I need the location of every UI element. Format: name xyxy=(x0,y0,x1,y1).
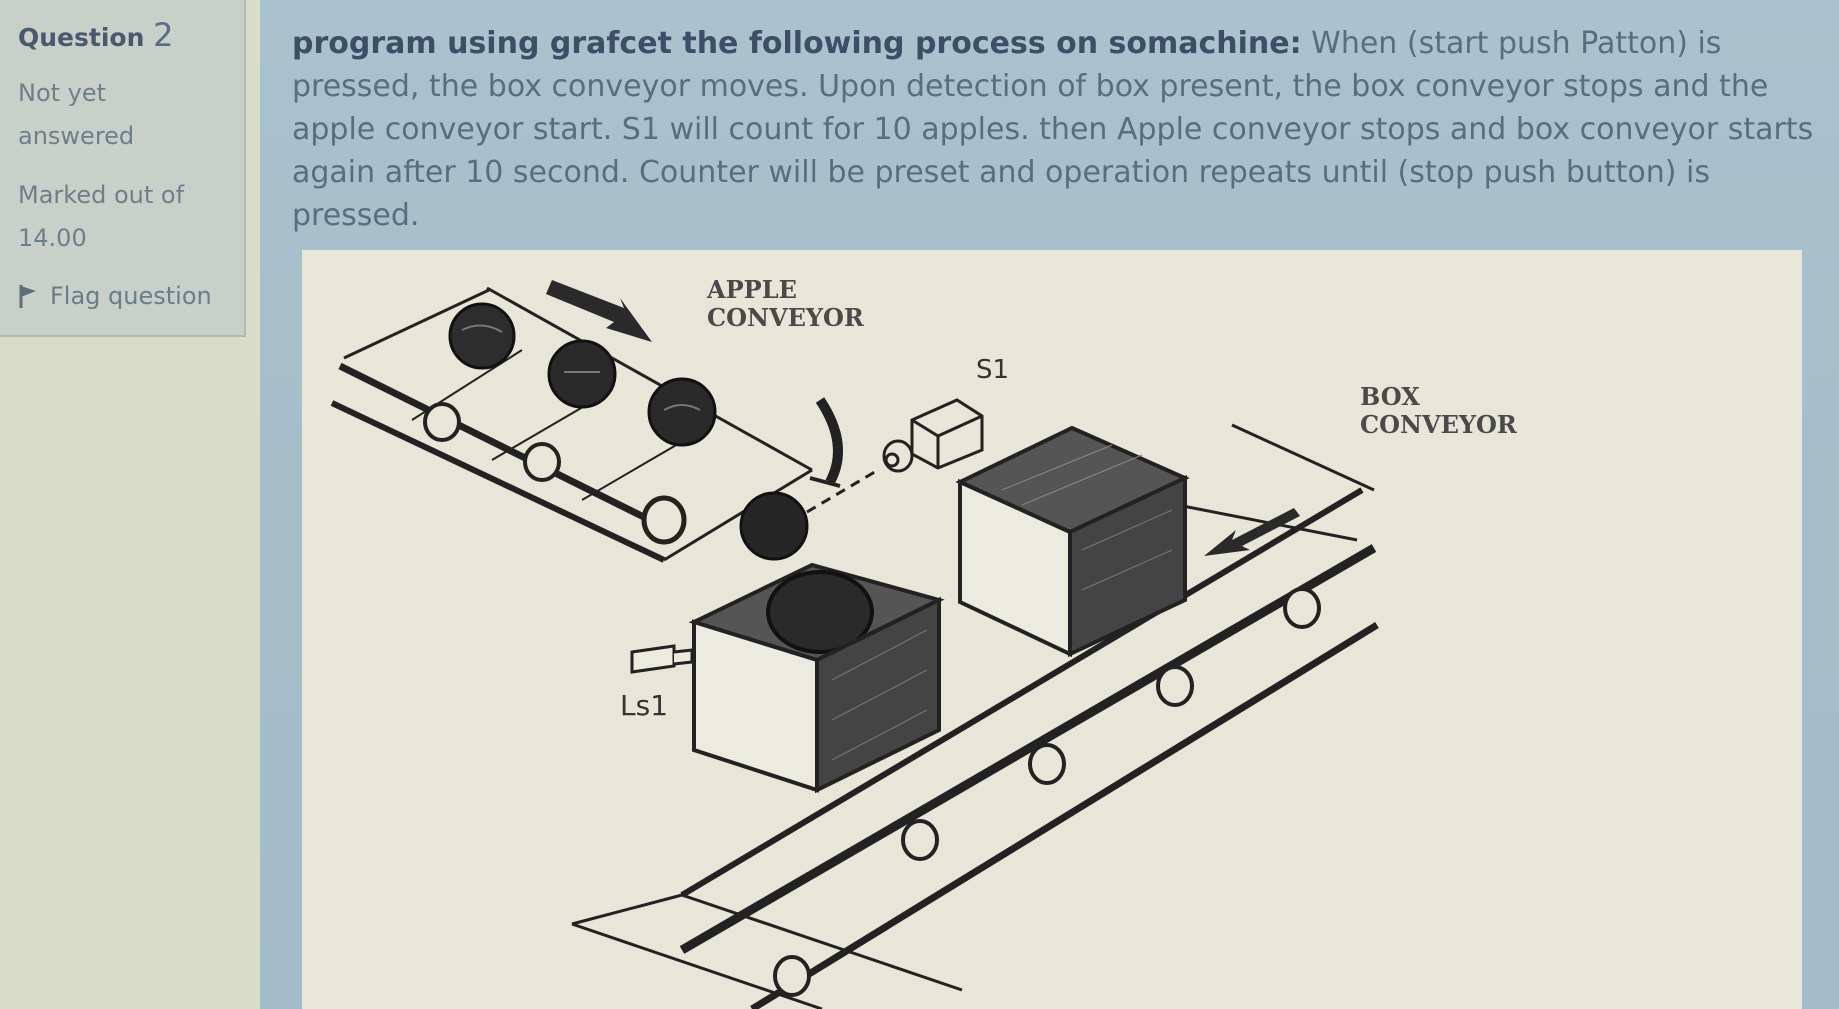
flag-icon xyxy=(19,285,36,308)
flag-question-label: Flag question xyxy=(50,282,212,310)
question-text-body: When (start push Patton) is pressed, the… xyxy=(292,26,1814,233)
box-conveyor-label-line2: CONVEYOR xyxy=(1360,410,1518,439)
question-text-bold: program using grafcet the following proc… xyxy=(292,26,1302,61)
marked-out-of-value: 14.00 xyxy=(18,224,87,252)
apple-conveyor-label-line1: APPLE xyxy=(706,275,797,304)
question-number: 2 xyxy=(153,16,174,54)
status-line-1: Not yet xyxy=(18,79,107,107)
back-box xyxy=(955,425,1190,658)
status-line-2: answered xyxy=(18,122,135,150)
flag-question-button[interactable]: Flag question xyxy=(18,282,244,310)
box-direction-arrow xyxy=(1204,508,1300,556)
question-label: Question xyxy=(18,23,145,52)
ls1-limit-switch xyxy=(630,644,694,674)
process-diagram: APPLE CONVEYOR S1 BOX CONVEYOR Ls1 xyxy=(302,250,1802,1009)
question-info-panel: Question 2 Not yet answered Marked out o… xyxy=(0,0,246,337)
sensor-beam xyxy=(806,468,879,514)
question-heading: Question 2 xyxy=(18,16,244,54)
question-content: program using grafcet the following proc… xyxy=(260,0,1839,1009)
apple-conveyor-label-line2: CONVEYOR xyxy=(707,303,865,332)
marked-out-of-label: Marked out of xyxy=(18,181,185,209)
apple-direction-arrow xyxy=(546,280,652,342)
question-text: program using grafcet the following proc… xyxy=(292,22,1822,237)
box-conveyor-label-line1: BOX xyxy=(1360,382,1420,411)
front-box xyxy=(688,562,945,794)
apples xyxy=(448,302,809,561)
s1-sensor-label: S1 xyxy=(976,355,1009,385)
process-diagram-drawing: APPLE CONVEYOR S1 BOX CONVEYOR Ls1 xyxy=(330,275,1518,1009)
ls1-label: Ls1 xyxy=(620,689,668,722)
box-conveyor xyxy=(571,423,1379,1009)
s1-sensor xyxy=(882,398,984,473)
